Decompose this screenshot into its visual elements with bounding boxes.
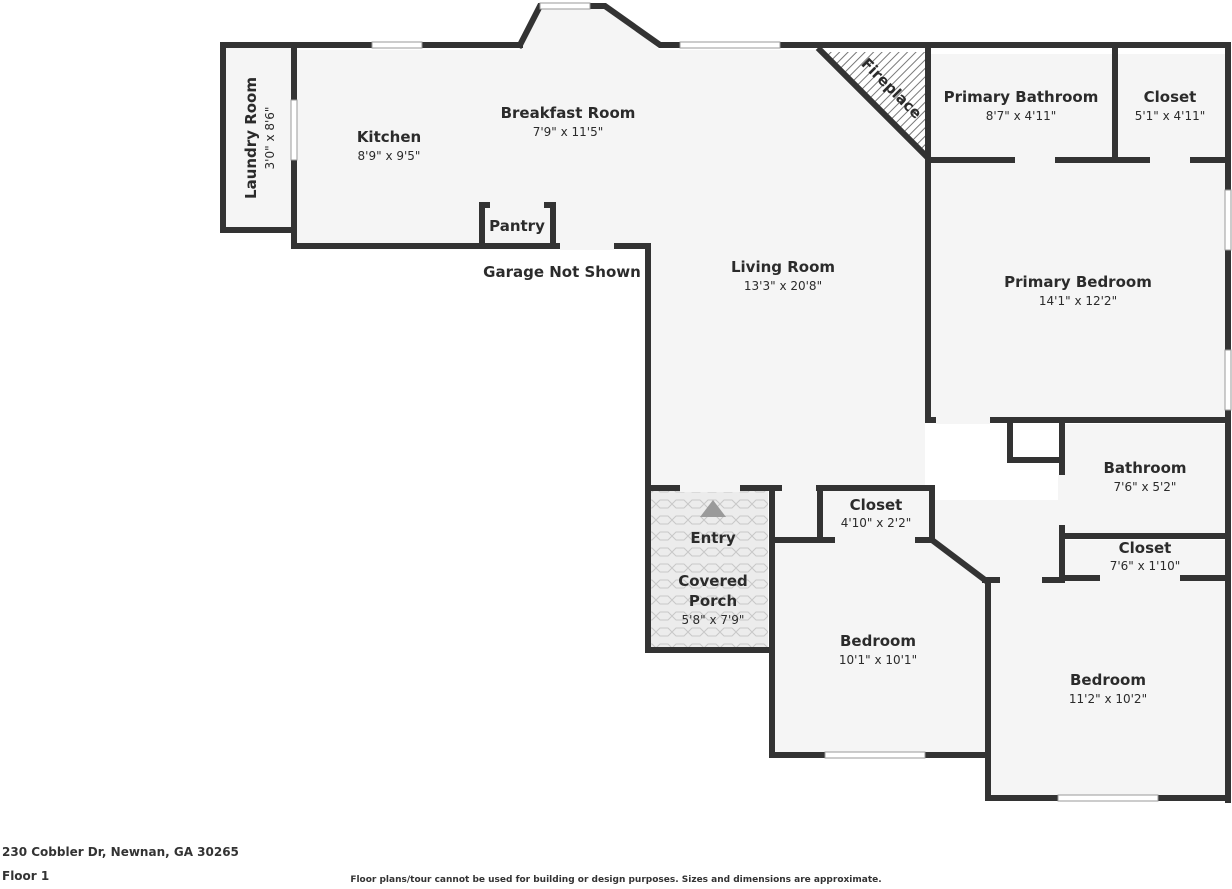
closet-mid-name: Closet <box>850 496 903 514</box>
porch-name-line2: Porch <box>689 592 737 610</box>
window <box>290 99 298 161</box>
window <box>1224 349 1232 411</box>
window <box>679 41 781 49</box>
closet-right-name: Closet <box>1119 539 1172 557</box>
closet-top-dim: 5'1" x 4'11" <box>1135 109 1206 123</box>
kitchen-name: Kitchen <box>357 128 421 146</box>
window <box>1224 189 1232 251</box>
bathroom-dim: 7'6" x 5'2" <box>1114 480 1177 494</box>
laundry-room-dim: 3'0" x 8'6" <box>263 107 277 170</box>
floor-fills <box>224 6 1226 798</box>
bedroom-left-dim: 10'1" x 10'1" <box>839 653 917 667</box>
window <box>824 751 926 759</box>
primary-bedroom-dim: 14'1" x 12'2" <box>1039 294 1117 308</box>
primary-bathroom-dim: 8'7" x 4'11" <box>986 109 1057 123</box>
disclaimer: Floor plans/tour cannot be used for buil… <box>350 875 882 885</box>
kitchen-dim: 8'9" x 9'5" <box>358 149 421 163</box>
porch-dim: 5'8" x 7'9" <box>682 613 745 627</box>
property-address: 230 Cobbler Dr, Newnan, GA 30265 <box>2 845 239 859</box>
garage-note: Garage Not Shown <box>483 263 641 281</box>
bedroom-right-name: Bedroom <box>1070 671 1146 689</box>
bedroom-left-name: Bedroom <box>840 632 916 650</box>
porch-name-line1: Covered <box>678 572 748 590</box>
breakfast-room-name: Breakfast Room <box>501 104 636 122</box>
window <box>371 41 423 49</box>
pantry-name: Pantry <box>489 217 545 235</box>
door-openings <box>490 156 1190 584</box>
closet-right-dim: 7'6" x 1'10" <box>1110 559 1181 573</box>
window <box>539 2 591 10</box>
windows <box>290 2 1232 802</box>
laundry-room-name: Laundry Room <box>242 77 260 199</box>
closet-mid-dim: 4'10" x 2'2" <box>841 516 912 530</box>
living-room-dim: 13'3" x 20'8" <box>744 279 822 293</box>
bathroom-name: Bathroom <box>1103 459 1186 477</box>
bedroom-right-dim: 11'2" x 10'2" <box>1069 692 1147 706</box>
breakfast-room-dim: 7'9" x 11'5" <box>533 125 604 139</box>
floor-label: Floor 1 <box>2 869 50 883</box>
living-room-name: Living Room <box>731 258 835 276</box>
primary-bedroom-name: Primary Bedroom <box>1004 273 1152 291</box>
primary-bathroom-name: Primary Bathroom <box>944 88 1099 106</box>
entry-arrow-icon <box>700 500 726 517</box>
window <box>1057 794 1159 802</box>
entry-name: Entry <box>690 529 735 547</box>
closet-top-name: Closet <box>1144 88 1197 106</box>
